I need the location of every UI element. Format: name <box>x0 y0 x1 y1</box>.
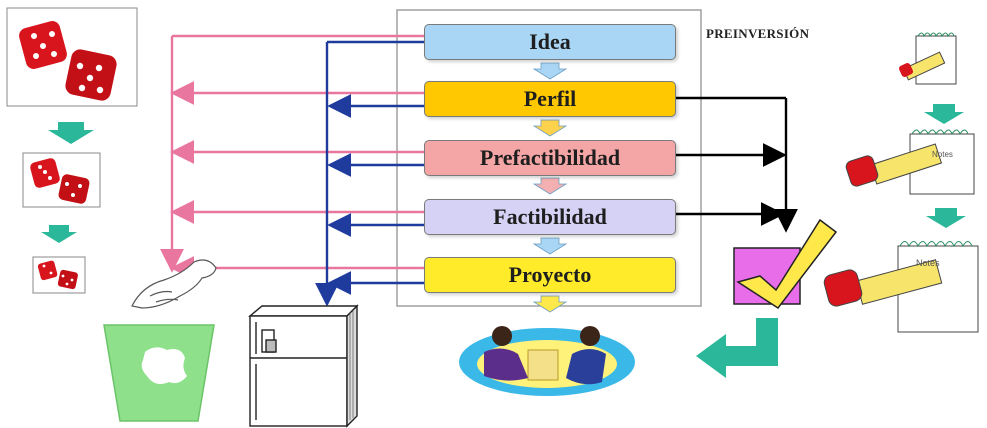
phase-prefactibilidad: Prefactibilidad <box>424 140 676 176</box>
phase-factibilidad-label: Factibilidad <box>493 204 607 229</box>
teal-down-arrow-3 <box>924 104 964 124</box>
teal-return-arrow <box>696 318 778 378</box>
phase-factibilidad: Factibilidad <box>424 199 676 235</box>
phase-proyecto-label: Proyecto <box>508 262 592 287</box>
phase-idea: Idea <box>424 24 676 60</box>
shelve-arrows <box>315 40 424 307</box>
dice-large-icon <box>19 21 117 101</box>
teal-down-arrow-2 <box>41 225 77 243</box>
stage-label: PREINVERSIÓN <box>706 26 810 41</box>
hand-icon <box>131 259 217 309</box>
teal-down-arrow-4 <box>926 208 966 228</box>
phase-down-arrows <box>532 62 568 313</box>
approval-checkmark-icon <box>733 218 838 310</box>
teal-down-arrow-1 <box>48 122 94 144</box>
dice-small-icon <box>37 260 78 290</box>
notepad-small-icon <box>899 32 957 85</box>
dice-medium-icon <box>30 158 90 204</box>
phase-proyecto: Proyecto <box>424 257 676 293</box>
phase-perfil-label: Perfil <box>523 86 577 111</box>
phase-prefactibilidad-label: Prefactibilidad <box>479 145 621 170</box>
notepad-label-large: Notes <box>916 258 940 268</box>
phase-perfil: Perfil <box>424 81 676 117</box>
trash-bin-icon <box>103 324 215 422</box>
dice-column <box>6 7 138 294</box>
discard-arrows <box>160 34 424 280</box>
notepad-large-icon <box>823 241 979 333</box>
notepad-medium-icon <box>845 129 975 195</box>
refrigerator-icon <box>248 304 359 428</box>
notepad-column <box>823 32 979 333</box>
meeting-handshake-icon <box>459 326 635 396</box>
forward-arrows <box>676 96 798 233</box>
notepad-label-medium: Notes <box>932 150 953 159</box>
phase-idea-label: Idea <box>529 29 571 54</box>
